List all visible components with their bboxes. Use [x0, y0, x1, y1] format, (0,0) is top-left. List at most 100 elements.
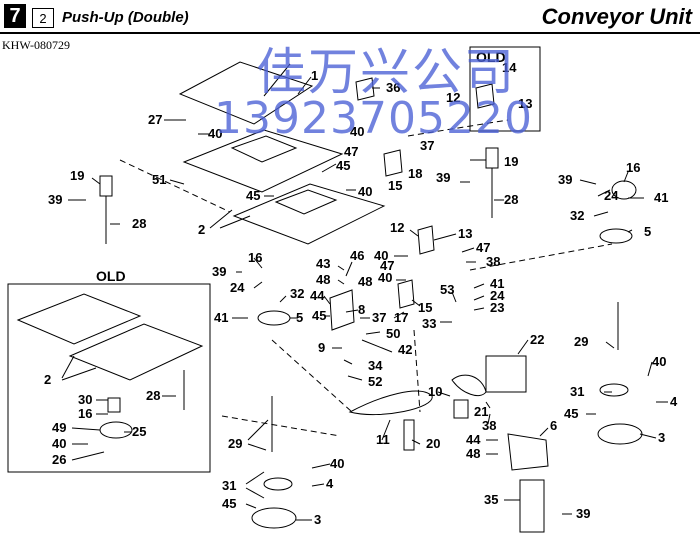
callout-28-a: 28 [504, 192, 518, 207]
callout-16-b: 16 [248, 250, 262, 265]
callout-34: 34 [368, 358, 383, 373]
callout-2-old: 2 [44, 372, 51, 387]
callout-45-c: 45 [312, 308, 326, 323]
callout-27: 27 [148, 112, 162, 127]
callout-26: 26 [52, 452, 66, 467]
callout-45-b: 45 [246, 188, 260, 203]
old-plate-a [16, 293, 142, 345]
callout-17: 17 [394, 310, 408, 325]
callout-28-old: 28 [146, 388, 160, 403]
callout-20: 20 [426, 436, 440, 451]
callout-39-d: 39 [212, 264, 226, 279]
callout-15-b: 15 [418, 300, 432, 315]
callout-48-a: 48 [316, 272, 330, 287]
callout-49: 49 [52, 420, 66, 435]
callout-45-e: 45 [222, 496, 236, 511]
callout-24-c: 24 [490, 288, 505, 303]
callout-21: 21 [474, 404, 488, 419]
callout-23: 23 [490, 300, 504, 315]
callout-41-b: 41 [490, 276, 504, 291]
callout-53: 53 [440, 282, 454, 297]
callout-32-b: 32 [290, 286, 304, 301]
callout-47-a: 47 [344, 144, 358, 159]
callout-32-a: 32 [570, 208, 584, 223]
callout-48-b: 48 [358, 274, 372, 289]
plate-2-lower [232, 183, 386, 245]
callout-45-a: 45 [336, 158, 350, 173]
callout-52: 52 [368, 374, 382, 389]
callout-16-old: 16 [78, 406, 92, 421]
callout-22: 22 [530, 332, 544, 347]
callout-28-b: 28 [132, 216, 146, 231]
callout-47-b: 47 [476, 240, 490, 255]
callout-44-b: 44 [466, 432, 481, 447]
callout-12-old: 12 [446, 90, 460, 105]
plate-window-lower [274, 189, 338, 215]
callout-16-a: 16 [626, 160, 640, 175]
callout-9: 9 [318, 340, 325, 355]
callout-13-old: 13 [518, 96, 532, 111]
callout-50: 50 [386, 326, 400, 341]
callout-39-a: 39 [436, 170, 450, 185]
callout-5-a: 5 [644, 224, 651, 239]
old-box-left [7, 283, 211, 473]
old-label-left: OLD [96, 268, 126, 284]
callout-3-a: 3 [658, 430, 665, 445]
callout-39-c: 39 [558, 172, 572, 187]
diagram-title: Push-Up (Double) [62, 9, 189, 26]
callout-25: 25 [132, 424, 146, 439]
plate-2-upper [182, 129, 344, 193]
old-plate-b [68, 323, 204, 381]
callout-40-old: 40 [52, 436, 66, 451]
callout-4-b: 4 [326, 476, 334, 491]
callout-41-c: 41 [214, 310, 228, 325]
callout-40-b: 40 [350, 124, 364, 139]
callout-13: 13 [458, 226, 472, 241]
callout-42: 42 [398, 342, 412, 357]
old-label-top-right: OLD [476, 49, 506, 65]
callout-44-a: 44 [310, 288, 325, 303]
callout-40-a: 40 [208, 126, 222, 141]
callout-35: 35 [484, 492, 498, 507]
callout-38-a: 38 [486, 254, 500, 269]
plate-window-upper [230, 135, 298, 163]
callout-4-a: 4 [670, 394, 678, 409]
chapter-number: 7 [4, 4, 26, 28]
watermark-phone: 13923705220 [214, 93, 533, 144]
callout-29-a: 29 [574, 334, 588, 349]
callout-19-a: 19 [504, 154, 518, 169]
header-rule [0, 32, 700, 34]
callout-5-b: 5 [296, 310, 303, 325]
section-title: Conveyor Unit [541, 4, 692, 29]
callout-6: 6 [550, 418, 557, 433]
callout-3-b: 3 [314, 512, 321, 527]
callout-40-e: 40 [378, 270, 392, 285]
callout-36: 36 [386, 80, 400, 95]
callout-39-e: 39 [576, 506, 590, 521]
callout-18: 18 [408, 166, 422, 181]
callout-14: 14 [502, 60, 517, 75]
callout-30: 30 [78, 392, 92, 407]
page-number: 2 [32, 8, 54, 28]
callout-40-d: 40 [374, 248, 388, 263]
callout-19-b: 19 [70, 168, 84, 183]
callout-46: 46 [350, 248, 364, 263]
callout-2-a: 2 [198, 222, 205, 237]
callout-24-b: 24 [230, 280, 245, 295]
watermark-company: 佳万兴公司 [256, 43, 516, 101]
callout-43: 43 [316, 256, 330, 271]
callout-41-a: 41 [654, 190, 668, 205]
callout-31-a: 31 [570, 384, 584, 399]
callout-10: 10 [428, 384, 442, 399]
callout-51: 51 [152, 172, 166, 187]
callout-40-f: 40 [652, 354, 666, 369]
callout-29-b: 29 [228, 436, 242, 451]
callout-48-c: 48 [466, 446, 480, 461]
callout-38-b: 38 [482, 418, 496, 433]
callout-15-a: 15 [388, 178, 402, 193]
callout-37-a: 37 [420, 138, 434, 153]
callout-8: 8 [358, 302, 365, 317]
callout-47-c: 47 [380, 258, 394, 273]
